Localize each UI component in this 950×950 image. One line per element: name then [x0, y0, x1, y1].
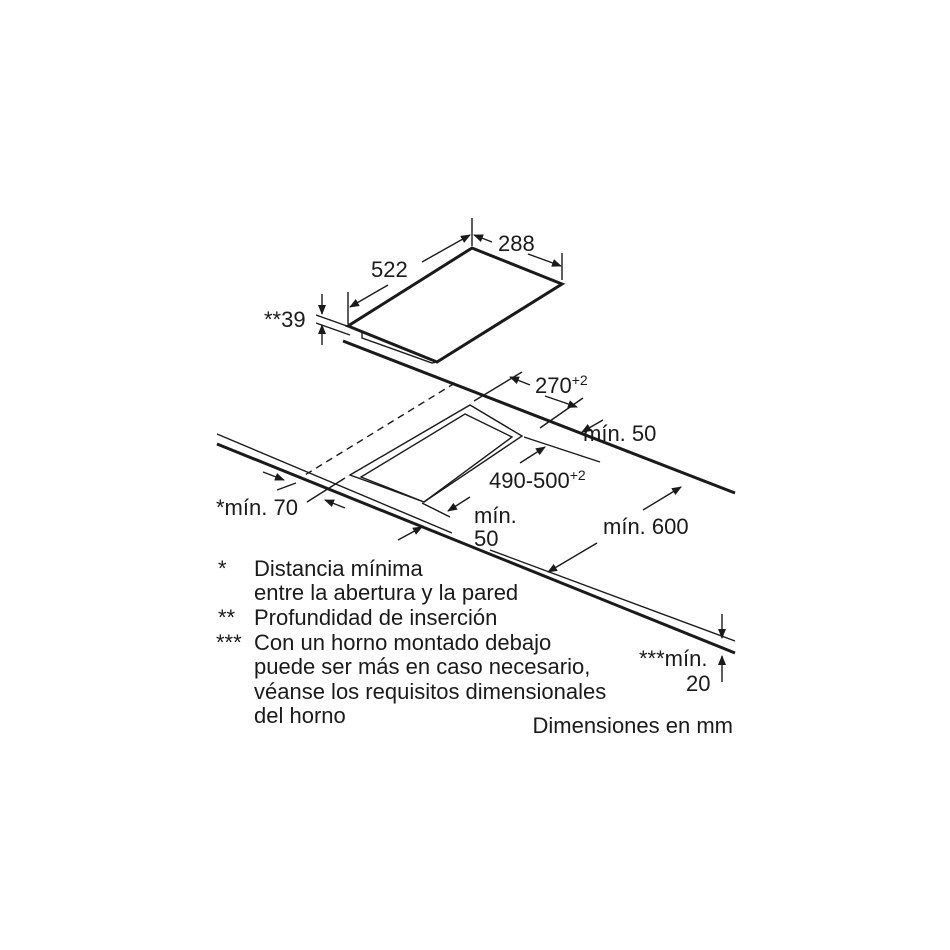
- cutout: [348, 404, 524, 503]
- note-mark-2: **: [218, 605, 236, 630]
- width-label: 522: [371, 257, 408, 282]
- min-counter-depth-label: mín. 600: [603, 514, 689, 539]
- cutout-depth-dimension: 270+2: [473, 371, 588, 429]
- note-3-line-2: puede ser más en caso necesario,: [254, 654, 590, 679]
- min-wall-label: *mín. 70: [216, 495, 298, 520]
- wall-line-dashed: [299, 382, 456, 479]
- min-front-dimension: mín. 50: [397, 503, 517, 551]
- depth-dimension: 288: [473, 231, 563, 280]
- cooktop-body: [361, 333, 438, 364]
- insertion-depth-dimension: **39: [264, 294, 351, 345]
- footnotes: * Distancia mínima entre la abertura y l…: [216, 556, 733, 738]
- note-3-line-3: véanse los requisitos dimensionales: [254, 679, 606, 704]
- cutout-width-label: 490-500+2: [489, 467, 586, 493]
- cooktop: [344, 246, 566, 364]
- note-3-line-4: del horno: [254, 703, 346, 728]
- cutout-width-dimension: 490-500+2: [421, 446, 586, 518]
- min-counter-depth-dimension: mín. 600: [547, 486, 689, 573]
- note-2-line-1: Profundidad de inserción: [254, 605, 497, 630]
- note-1-line-2: entre la abertura y la pared: [254, 580, 518, 605]
- countertop-front-edge: [216, 442, 736, 655]
- min-front-label-1: mín.: [474, 503, 517, 528]
- cutout-depth-label: 270+2: [535, 372, 588, 398]
- min-front-label-2: 50: [474, 526, 498, 551]
- countertop: [216, 339, 736, 655]
- cutout-inner: [359, 413, 514, 503]
- min-oven-label-2: 20: [686, 671, 710, 696]
- min-wall-dimension: *mín. 70: [216, 471, 346, 520]
- min-oven-label-1: ***mín.: [639, 646, 707, 671]
- min-back-label: mín. 50: [583, 421, 656, 446]
- note-mark-1: *: [218, 556, 227, 581]
- min-oven-dimension: ***mín. 20: [639, 614, 726, 696]
- note-3-line-1: Con un horno montado debajo: [254, 630, 551, 655]
- min-back-dimension: mín. 50: [523, 419, 656, 463]
- depth-label: 288: [498, 231, 535, 256]
- width-dimension: 522: [347, 218, 473, 324]
- note-1-line-1: Distancia mínima: [254, 556, 423, 581]
- units-label: Dimensiones en mm: [532, 713, 733, 738]
- insertion-depth-label: **39: [264, 307, 306, 332]
- countertop-back-edge: [342, 339, 736, 495]
- countertop-front-edge-top: [489, 549, 736, 642]
- note-mark-3: ***: [216, 630, 242, 655]
